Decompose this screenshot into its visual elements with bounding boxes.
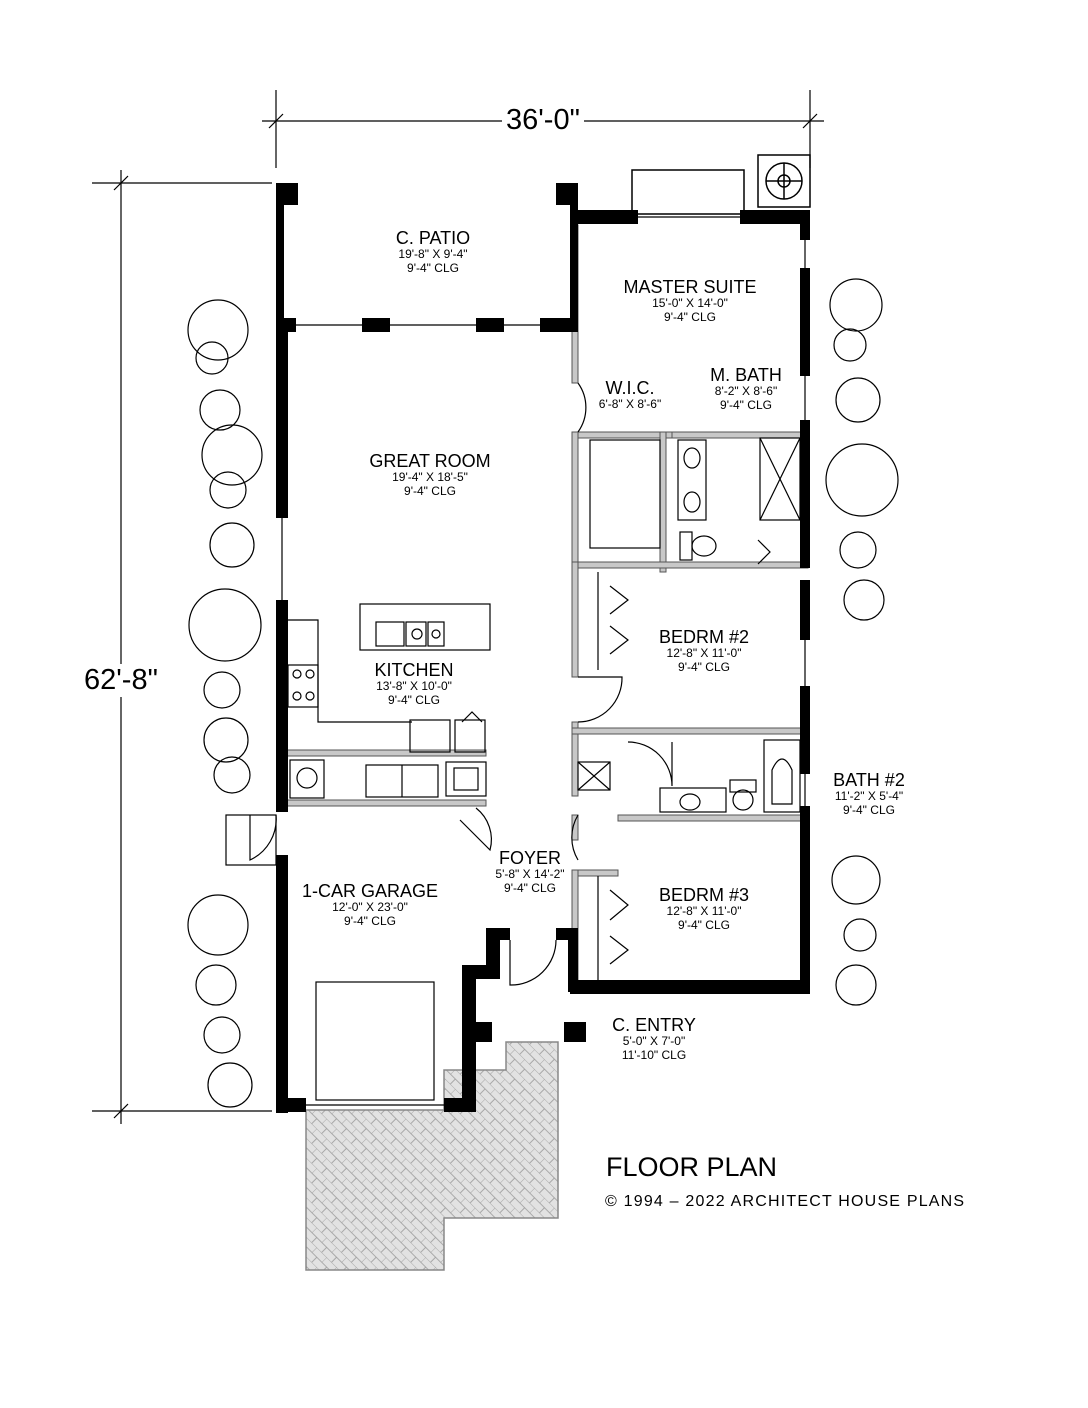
room-size: 19'-8" X 9'-4": [398, 247, 468, 262]
room-size: 12'-8" X 11'-0": [666, 646, 742, 661]
room-ceiling: 9'-4" CLG: [388, 692, 440, 707]
room-size: 12'-8" X 11'-0": [666, 904, 742, 919]
kitchen-fixtures: [287, 603, 491, 799]
room-name: 1-CAR GARAGE: [301, 881, 439, 901]
room-size: 6'-8" X 8'-6": [598, 397, 662, 412]
depth-dimension-line: [92, 170, 272, 1124]
room-ceiling: 9'-4" CLG: [843, 802, 895, 817]
closet-shelving: [589, 439, 661, 982]
doors: [225, 382, 771, 986]
landscaping: [187, 278, 899, 1108]
room-ceiling: 9'-4" CLG: [678, 917, 730, 932]
room-label-wic: W.I.C. 6'-8" X 8'-6": [590, 378, 670, 412]
room-label-kitchen: KITCHEN 13'-8" X 10'-0" 9'-4" CLG: [356, 660, 472, 707]
room-label-master-suite: MASTER SUITE 15'-0" X 14'-0" 9'-4" CLG: [608, 277, 772, 324]
room-ceiling: 9'-4" CLG: [720, 397, 772, 412]
room-label-master-bath: M. BATH 8'-2" X 8'-6" 9'-4" CLG: [700, 365, 792, 412]
room-name: BEDRM #2: [658, 627, 750, 647]
room-ceiling: 9'-4" CLG: [504, 880, 556, 895]
room-name: KITCHEN: [374, 660, 454, 680]
room-label-great-room: GREAT ROOM 19'-4" X 18'-5" 9'-4" CLG: [352, 451, 508, 498]
room-size: 5'-8" X 14'-2": [495, 867, 565, 882]
room-name: C. ENTRY: [612, 1015, 696, 1035]
room-ceiling: 9'-4" CLG: [344, 913, 396, 928]
room-ceiling: 9'-4" CLG: [404, 483, 456, 498]
garage-door-outline: [315, 981, 435, 1101]
room-name: M. BATH: [710, 365, 782, 385]
room-label-foyer: FOYER 5'-8" X 14'-2" 9'-4" CLG: [484, 848, 576, 895]
exterior-walls: [276, 183, 810, 1113]
room-name: BEDRM #3: [658, 885, 750, 905]
room-size: 15'-0" X 14'-0": [652, 296, 728, 311]
room-size: 8'-2" X 8'-6": [714, 384, 778, 399]
plan-title: FLOOR PLAN: [606, 1152, 778, 1182]
ac-unit: [757, 154, 811, 208]
room-size: 5'-0" X 7'-0": [622, 1034, 686, 1049]
room-label-garage: 1-CAR GARAGE 12'-0" X 23'-0" 9'-4" CLG: [298, 881, 442, 928]
equipment-pad: [631, 169, 745, 215]
room-size: 12'-0" X 23'-0": [332, 900, 408, 915]
room-name: BATH #2: [833, 770, 905, 790]
windows: [281, 216, 806, 1106]
copyright-notice: © 1994 – 2022 ARCHITECT HOUSE PLANS: [605, 1193, 966, 1210]
room-ceiling: 9'-4" CLG: [664, 309, 716, 324]
room-size: 19'-4" X 18'-5": [392, 470, 468, 485]
room-name: FOYER: [498, 848, 561, 868]
room-size: 13'-8" X 10'-0": [376, 679, 452, 694]
room-label-patio: C. PATIO 19'-8" X 9'-4" 9'-4" CLG: [371, 228, 495, 275]
driveway-paving: [305, 1041, 559, 1271]
room-label-bedroom-3: BEDRM #3 12'-8" X 11'-0" 9'-4" CLG: [645, 885, 763, 932]
room-name: GREAT ROOM: [369, 451, 491, 471]
master-bath-fixtures: [677, 437, 801, 561]
room-ceiling: 9'-4" CLG: [407, 260, 459, 275]
room-name: W.I.C.: [605, 378, 655, 398]
depth-dimension: 62'-8": [80, 664, 162, 697]
room-label-bedroom-2: BEDRM #2 12'-8" X 11'-0" 9'-4" CLG: [645, 627, 763, 674]
room-name: C. PATIO: [395, 228, 471, 248]
room-label-bath-2: BATH #2 11'-2" X 5'-4" 9'-4" CLG: [814, 770, 924, 817]
bath-2-fixtures: [577, 739, 801, 813]
room-size: 11'-2" X 5'-4": [834, 789, 904, 804]
room-ceiling: 9'-4" CLG: [678, 659, 730, 674]
room-ceiling: 11'-10" CLG: [621, 1047, 687, 1062]
width-dimension: 36'-0": [502, 104, 584, 137]
room-label-covered-entry: C. ENTRY 5'-0" X 7'-0" 11'-10" CLG: [598, 1015, 710, 1062]
room-name: MASTER SUITE: [623, 277, 757, 297]
